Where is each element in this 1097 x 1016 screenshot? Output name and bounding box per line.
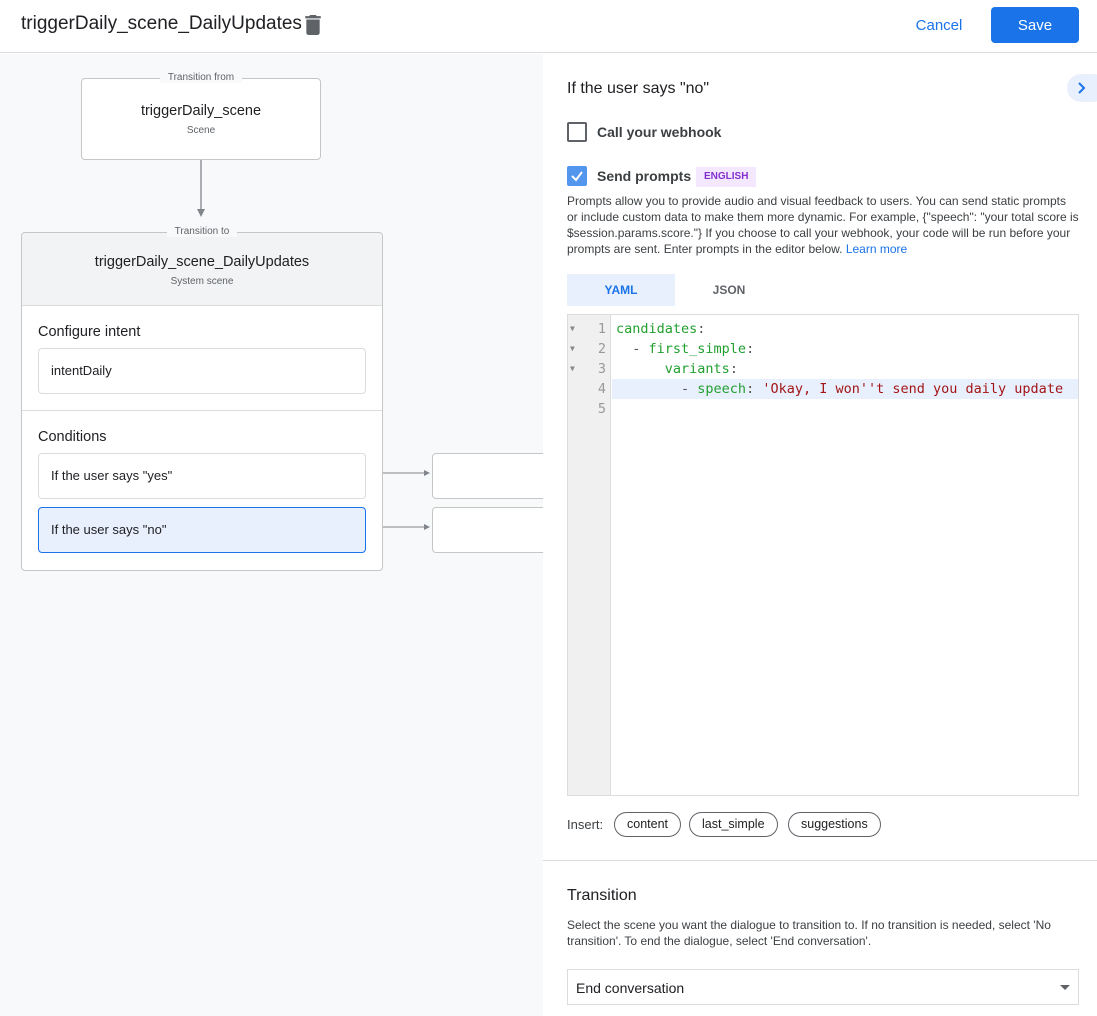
webhook-label: Call your webhook — [597, 124, 722, 140]
insert-suggestions-chip[interactable]: suggestions — [788, 812, 881, 837]
condition-yes[interactable]: If the user says "yes" — [38, 453, 366, 499]
header: triggerDaily_scene_DailyUpdates Cancel S… — [0, 0, 1097, 53]
line-number: 3 — [597, 361, 606, 377]
learn-more-link[interactable]: Learn more — [845, 242, 908, 256]
insert-content-chip[interactable]: content — [614, 812, 682, 837]
transition-heading: Transition — [567, 887, 637, 904]
from-scene-type: Scene — [186, 125, 216, 136]
configure-intent-label: Configure intent — [38, 324, 141, 340]
description-text: Prompts allow you to provide audio and v… — [567, 194, 1079, 256]
transition-from-legend: Transition from — [159, 72, 243, 83]
chevron-right-icon — [1078, 82, 1086, 94]
fold-icon[interactable]: ▼ — [570, 324, 575, 333]
tab-yaml[interactable]: YAML — [567, 274, 675, 306]
prompts-description: Prompts allow you to provide audio and v… — [567, 193, 1079, 257]
from-scene-name: triggerDaily_scene — [140, 103, 262, 119]
condition-panel: If the user says "no" Call your webhook … — [543, 54, 1097, 1016]
insert-last-simple-chip[interactable]: last_simple — [689, 812, 778, 837]
code-prefix: - — [632, 341, 649, 357]
code-line: - speech: 'Okay, I won''t send you daily… — [681, 381, 1064, 397]
yes-target-node[interactable] — [432, 453, 543, 499]
transition-to-legend: Transition to — [166, 226, 238, 237]
transition-to-node: Transition to triggerDaily_scene_DailyUp… — [21, 226, 383, 571]
yaml-key: candidates — [616, 321, 698, 337]
code-prefix: - — [681, 381, 698, 397]
line-gutter — [568, 315, 611, 795]
delete-icon[interactable] — [305, 15, 321, 35]
intent-field[interactable]: intentDaily — [38, 348, 366, 394]
flow-canvas: Transition from triggerDaily_scene Scene… — [0, 54, 543, 1016]
panel-heading: If the user says "no" — [567, 80, 710, 97]
insert-label: Insert: — [567, 817, 604, 832]
fold-icon[interactable]: ▼ — [570, 364, 575, 373]
code-line: candidates: — [616, 321, 706, 337]
transition-select[interactable]: End conversation — [567, 969, 1079, 1005]
line-number: 1 — [597, 321, 606, 337]
yaml-key: first_simple — [648, 341, 747, 357]
yaml-key: variants — [664, 361, 730, 377]
transition-description: Select the scene you want the dialogue t… — [567, 918, 1051, 948]
scene-title: triggerDaily_scene_DailyUpdates — [21, 13, 302, 34]
fold-icon[interactable]: ▼ — [570, 344, 575, 353]
to-scene-name: triggerDaily_scene_DailyUpdates — [94, 254, 310, 270]
save-button[interactable]: Save — [991, 7, 1079, 43]
code-line: - first_simple: — [632, 341, 755, 357]
to-scene-type: System scene — [170, 276, 234, 287]
transition-from-node[interactable]: Transition from triggerDaily_scene Scene — [81, 72, 321, 160]
webhook-checkbox[interactable] — [567, 122, 587, 142]
line-number: 2 — [597, 341, 606, 357]
check-icon — [571, 171, 583, 182]
tab-json[interactable]: JSON — [712, 283, 746, 297]
dropdown-arrow-icon — [1060, 985, 1070, 990]
send-prompts-label: Send prompts — [597, 168, 692, 184]
conditions-label: Conditions — [38, 429, 107, 445]
language-badge: ENGLISH — [696, 167, 757, 187]
transition-value: End conversation — [576, 980, 685, 996]
yaml-key: speech — [697, 381, 747, 397]
line-number: 5 — [597, 401, 606, 417]
condition-no[interactable]: If the user says "no" — [38, 507, 366, 553]
cancel-button[interactable]: Cancel — [906, 8, 972, 42]
code-editor[interactable]: ▼ 1 candidates: ▼ 2 - first_simple: ▼ 3 varian… — [567, 314, 1079, 796]
send-prompts-checkbox[interactable] — [567, 166, 587, 186]
yaml-value: 'Okay, I won''t send you daily update — [762, 381, 1064, 397]
no-target-node[interactable] — [432, 507, 543, 553]
code-line: variants: — [664, 361, 738, 377]
line-number: 4 — [597, 381, 606, 397]
collapse-panel-button[interactable] — [1067, 74, 1097, 102]
